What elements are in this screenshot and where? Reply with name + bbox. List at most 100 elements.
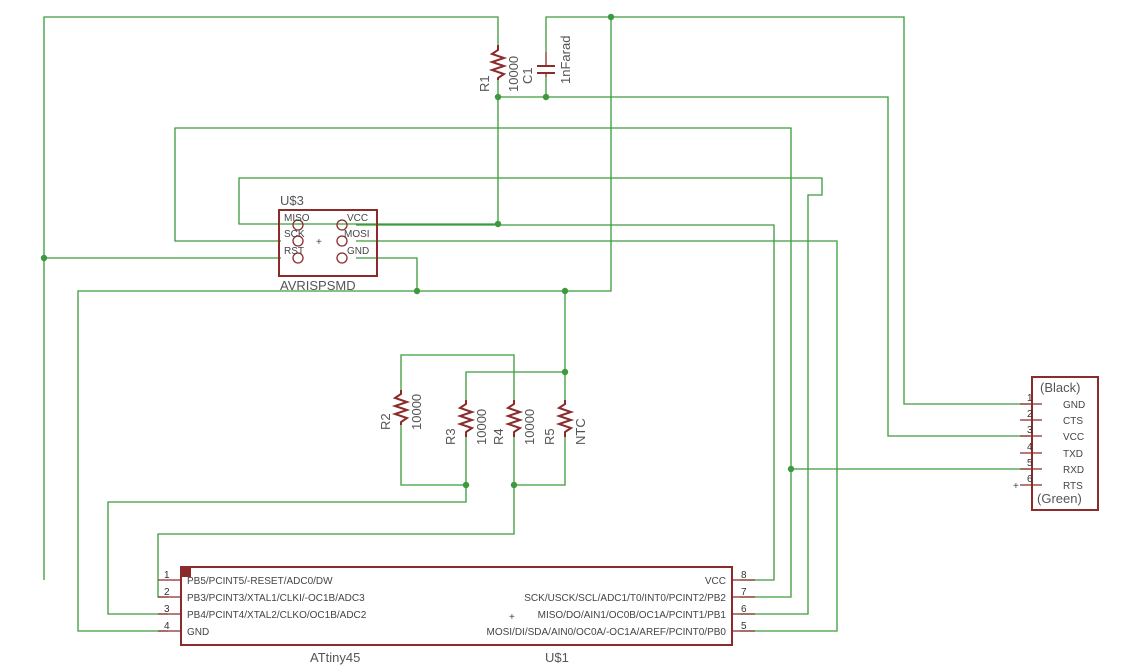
mcu-pin-pb0: MOSI/DI/SDA/AIN0/OC0A/-OC1A/AREF/PCINT0/… bbox=[486, 627, 726, 638]
resistor-r1[interactable]: R1 10000 bbox=[477, 45, 521, 92]
resistor-r4[interactable]: R4 10000 bbox=[491, 400, 537, 445]
junction bbox=[510, 481, 518, 489]
mcu-pin-pb2: SCK/USCK/SCL/ADC1/T0/INT0/PCINT2/PB2 bbox=[524, 593, 726, 604]
wire-reset-left bbox=[43, 16, 499, 580]
ftdi-pin-rxd: RXD bbox=[1063, 465, 1084, 476]
wire-gnd-top bbox=[611, 16, 1030, 405]
ftdi-top-label: (Black) bbox=[1040, 380, 1080, 395]
wire-isp-vcc bbox=[356, 224, 775, 581]
mcu-pin-num-3: 3 bbox=[164, 604, 170, 615]
mcu-origin-mark: + bbox=[509, 612, 515, 623]
ftdi-pin-vcc: VCC bbox=[1063, 432, 1084, 443]
c1-value: 1nFarad bbox=[558, 36, 573, 84]
wire-r3-top bbox=[465, 371, 566, 400]
resistor-r5[interactable]: R5 NTC bbox=[542, 400, 588, 445]
wire-r1-to-isp bbox=[238, 97, 823, 615]
isp-origin-mark: + bbox=[316, 237, 322, 248]
ftdi-pin-num-3: 3 bbox=[1027, 425, 1033, 436]
ftdi-pin-num-1: 1 bbox=[1027, 393, 1033, 404]
ftdi-bottom-label: (Green) bbox=[1037, 491, 1082, 506]
wires bbox=[43, 16, 1030, 632]
isp-label-gnd: GND bbox=[347, 246, 369, 257]
isp-value: AVRISPSMD bbox=[280, 278, 356, 293]
junction bbox=[413, 287, 421, 295]
r4-name: R4 bbox=[491, 428, 506, 445]
junction bbox=[462, 481, 470, 489]
mcu-pin-num-2: 2 bbox=[164, 587, 170, 598]
isp-pin-miso-pad bbox=[292, 219, 304, 231]
wire-r4-bottom bbox=[513, 437, 566, 486]
isp-header[interactable]: U$3 AVRISPSMD MISO SCK RST VCC MOSI GND … bbox=[278, 193, 378, 293]
resistor-r2[interactable]: R2 10000 bbox=[378, 390, 424, 430]
isp-label-vcc: VCC bbox=[347, 213, 368, 224]
mcu-pin-num-6: 6 bbox=[741, 604, 747, 615]
r2-value: 10000 bbox=[409, 394, 424, 430]
isp-label-sck: SCK bbox=[284, 229, 305, 240]
ftdi-pin-gnd: GND bbox=[1063, 400, 1085, 411]
mcu-pin-num-4: 4 bbox=[164, 621, 170, 632]
r4-value: 10000 bbox=[522, 409, 537, 445]
isp-pin-rst-pad bbox=[292, 252, 304, 264]
mcu-pin-num-1: 1 bbox=[164, 570, 170, 581]
junction bbox=[542, 93, 550, 101]
junction bbox=[561, 287, 569, 295]
mcu-pin-vcc: VCC bbox=[705, 576, 726, 587]
capacitor-c1[interactable]: C1 1nFarad bbox=[520, 36, 573, 84]
junction bbox=[40, 254, 48, 262]
junction bbox=[787, 465, 795, 473]
isp-pin-gnd-pad bbox=[336, 252, 348, 264]
mcu-pin-num-5: 5 bbox=[741, 621, 747, 632]
r1-name: R1 bbox=[477, 75, 492, 92]
mcu-pin-gnd: GND bbox=[187, 627, 209, 638]
mcu-pin-pb4: PB4/PCINT4/XTAL2/CLKO/OC1B/ADC2 bbox=[187, 610, 367, 621]
ftdi-pin-num-6: 6 bbox=[1027, 474, 1033, 485]
mcu-pin-pb3: PB3/PCINT3/XTAL1/CLKI/-OC1B/ADC3 bbox=[187, 593, 365, 604]
isp-pin-mosi-pad bbox=[336, 235, 348, 247]
wire-r1-bottom bbox=[497, 80, 1030, 437]
c1-name: C1 bbox=[520, 67, 535, 84]
mcu-value: ATtiny45 bbox=[310, 650, 360, 665]
wire-r2-top bbox=[400, 354, 515, 400]
isp-label-mosi: MOSI bbox=[344, 229, 370, 240]
isp-pin-sck-pad bbox=[292, 235, 304, 247]
isp-label-rst: RST bbox=[284, 246, 304, 257]
mcu-pin-num-8: 8 bbox=[741, 570, 747, 581]
isp-pin-vcc-pad bbox=[336, 219, 348, 231]
mcu-attiny45[interactable]: 1 2 3 4 PB5/PCINT5/-RESET/ADC0/DW PB3/PC… bbox=[158, 566, 755, 665]
ftdi-pin-num-5: 5 bbox=[1027, 458, 1033, 469]
junction bbox=[494, 93, 502, 101]
ftdi-pin-num-4: 4 bbox=[1027, 442, 1033, 453]
ftdi-pin-num-2: 2 bbox=[1027, 409, 1033, 420]
r3-name: R3 bbox=[443, 428, 458, 445]
ftdi-pin-txd: TXD bbox=[1063, 449, 1083, 460]
junction bbox=[494, 220, 502, 228]
isp-label-miso: MISO bbox=[284, 213, 310, 224]
wire-sck bbox=[174, 127, 792, 598]
r2-name: R2 bbox=[378, 413, 393, 430]
junction bbox=[561, 368, 569, 376]
junctions bbox=[40, 13, 795, 489]
r5-name: R5 bbox=[542, 428, 557, 445]
wire-to-pb3 bbox=[107, 485, 467, 615]
wire-gnd-down bbox=[77, 17, 612, 632]
r1-value: 10000 bbox=[506, 56, 521, 92]
wire-isp-gnd bbox=[356, 257, 418, 291]
mcu-pin-pb5: PB5/PCINT5/-RESET/ADC0/DW bbox=[187, 576, 333, 587]
r3-value: 10000 bbox=[474, 409, 489, 445]
mcu-pin-num-7: 7 bbox=[741, 587, 747, 598]
mcu-name: U$1 bbox=[545, 650, 569, 665]
mcu-pin-pb1: MISO/DO/AIN1/OC0B/OC1A/PCINT1/PB1 bbox=[538, 610, 727, 621]
ftdi-origin-mark: + bbox=[1013, 481, 1019, 492]
wire-r2-bottom bbox=[400, 425, 467, 486]
ftdi-header[interactable]: (Black) (Green) 1 2 3 4 5 6 GND CTS VCC … bbox=[1013, 376, 1099, 511]
wire-c1-top bbox=[545, 16, 611, 52]
ftdi-pin-rts: RTS bbox=[1063, 481, 1083, 492]
r5-value: NTC bbox=[573, 418, 588, 445]
isp-name: U$3 bbox=[280, 193, 304, 208]
junction bbox=[607, 13, 615, 21]
pin1-marker bbox=[182, 568, 191, 577]
ftdi-pin-cts: CTS bbox=[1063, 416, 1083, 427]
resistor-r3[interactable]: R3 10000 bbox=[443, 400, 489, 445]
wire-mosi bbox=[356, 240, 838, 632]
